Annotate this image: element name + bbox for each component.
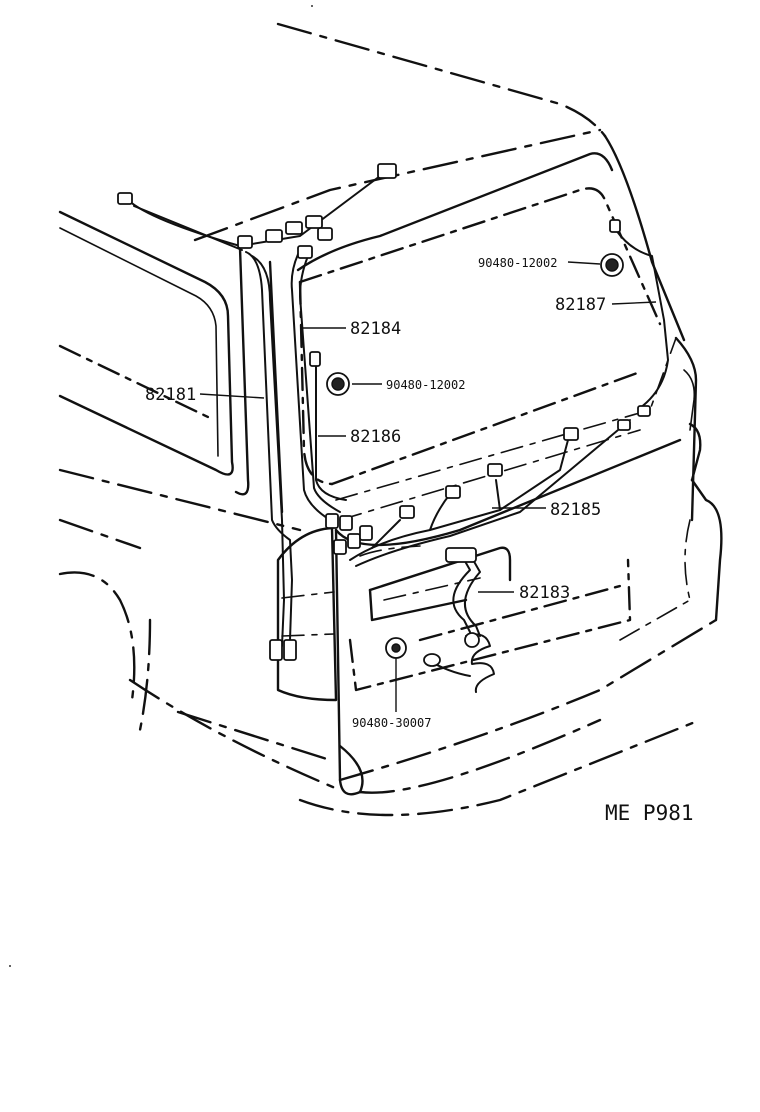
callout-90480-12002-top: 90480-12002: [478, 256, 557, 270]
callout-82185: 82185: [550, 500, 601, 520]
connectors: [117, 163, 651, 693]
callout-82187: 82187: [555, 295, 606, 315]
callout-90480-12002-mid: 90480-12002: [386, 378, 465, 392]
callout-82186: 82186: [350, 427, 401, 447]
leader-lines: [199, 261, 657, 712]
callout-82181: 82181: [145, 385, 196, 405]
scan-speck: [311, 5, 313, 7]
callout-labels: 82181 82184 82186 82187 82185 82183 9048…: [145, 256, 606, 730]
callout-90480-30007: 90480-30007: [352, 716, 431, 730]
callout-82183: 82183: [519, 583, 570, 603]
scan-speck: [9, 965, 11, 967]
callout-82184: 82184: [350, 319, 401, 339]
figure-code: ME P981: [605, 801, 694, 825]
grommets: [326, 253, 624, 659]
